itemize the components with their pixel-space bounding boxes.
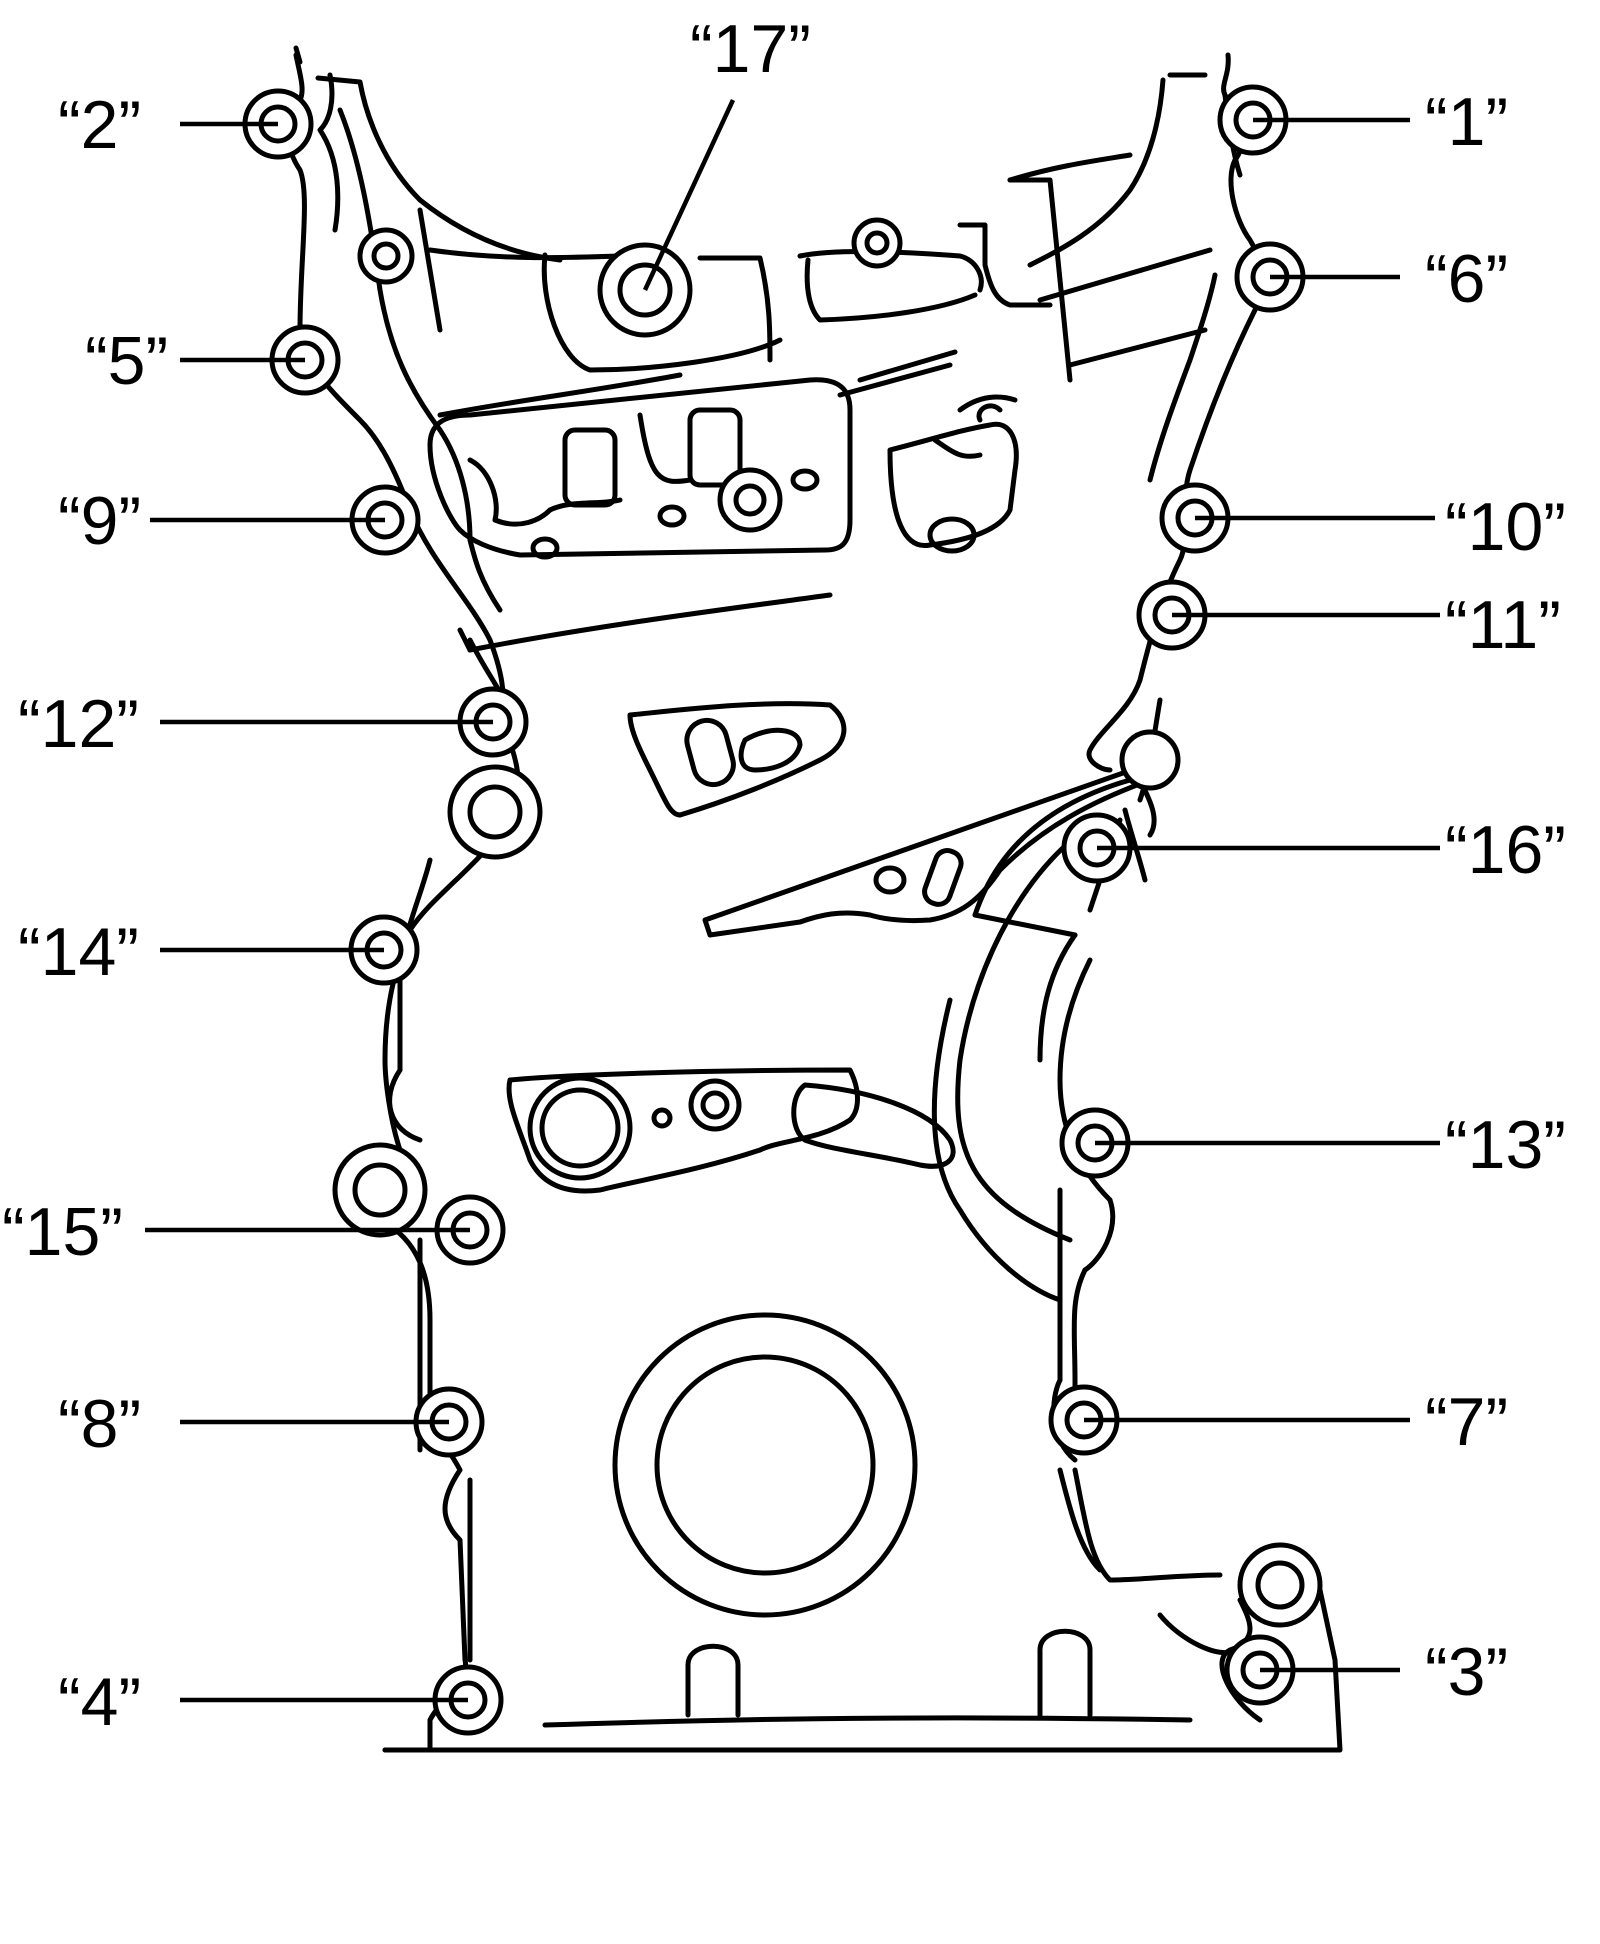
callout-label-11: “11” xyxy=(1445,587,1561,663)
cover-outline xyxy=(285,45,1343,1753)
boss-left-upper-large xyxy=(447,764,543,860)
callout-label-3: “3” xyxy=(1425,1634,1508,1710)
manifold-block xyxy=(427,377,853,558)
callout-label-2: “2” xyxy=(58,87,141,163)
callout-label-9: “9” xyxy=(58,483,141,559)
leader-line-17 xyxy=(642,99,736,291)
callout-label-1: “1” xyxy=(1425,84,1508,160)
callout-label-10: “10” xyxy=(1445,489,1566,565)
callout-label-8: “8” xyxy=(58,1386,141,1462)
boss-right-upper xyxy=(1119,729,1181,791)
leader-lines xyxy=(145,99,1440,1703)
lower-guide xyxy=(506,1067,860,1194)
chain-guide xyxy=(955,817,1103,1243)
cover-left-edge xyxy=(285,52,521,1753)
callout-label-4: “4” xyxy=(58,1664,141,1740)
boss-upper-left xyxy=(357,227,415,285)
callout-label-6: “6” xyxy=(1425,241,1508,317)
callout-label-17: “17” xyxy=(690,11,811,87)
callout-label-5: “5” xyxy=(85,323,168,399)
callout-label-7: “7” xyxy=(1425,1384,1508,1460)
boss-left-lower-large xyxy=(332,1142,428,1238)
boss-top-center xyxy=(851,217,903,269)
callout-label-14: “14” xyxy=(18,914,139,990)
callout-label-12: “12” xyxy=(18,686,139,762)
bolt-bosses xyxy=(242,84,1323,1736)
interior-features xyxy=(506,701,1168,1618)
upper-housing xyxy=(417,152,1213,653)
crankshaft-seal-bore xyxy=(612,1312,918,1618)
callout-label-13: “13” xyxy=(1445,1107,1566,1183)
callout-label-16: “16” xyxy=(1445,812,1566,888)
boss-manifold xyxy=(717,467,783,533)
callout-labels: “1” “2” “3” “4” “5” “6” “7” “8” “9” “10”… xyxy=(2,11,1566,1740)
tensioner-arm xyxy=(702,757,1168,938)
callout-label-15: “15” xyxy=(2,1194,123,1270)
boss-bottom-right-large xyxy=(1237,1542,1323,1628)
